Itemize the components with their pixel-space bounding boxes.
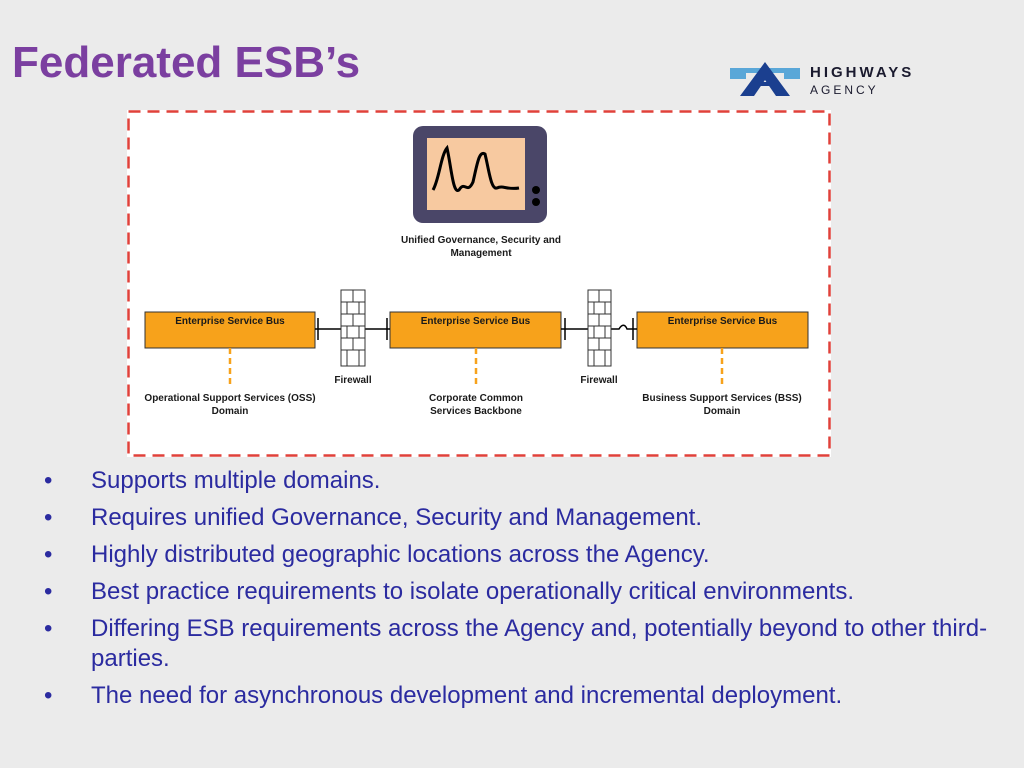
connector-left bbox=[315, 318, 390, 340]
diagram-graphics bbox=[127, 110, 831, 457]
bullet-item: Supports multiple domains. bbox=[40, 466, 1000, 496]
federated-esb-diagram: Unified Governance, Security and Managem… bbox=[127, 110, 831, 457]
domain-links bbox=[228, 348, 724, 385]
bullet-item: The need for asynchronous development an… bbox=[40, 681, 1000, 711]
bullet-item: Requires unified Governance, Security an… bbox=[40, 503, 1000, 533]
esb-box-corporate bbox=[389, 311, 562, 349]
bullet-item: Best practice requirements to isolate op… bbox=[40, 577, 1000, 607]
highways-agency-logo: HIGHWAYS AGENCY bbox=[730, 62, 960, 102]
bss-domain-caption: Business Support Services (BSS) Domain bbox=[642, 393, 802, 417]
logo-name: HIGHWAYS bbox=[810, 64, 915, 81]
esb-label-corporate: Enterprise Service Bus bbox=[420, 316, 531, 327]
esb-box-oss bbox=[144, 311, 316, 349]
dashed-border bbox=[127, 110, 831, 457]
corporate-backbone-caption: Corporate Common Services Backbone bbox=[429, 393, 523, 417]
firewall-icon bbox=[340, 289, 366, 367]
slide-title: Federated ESB’s bbox=[12, 38, 361, 87]
logo-sub: AGENCY bbox=[810, 83, 879, 97]
highways-logo-icon bbox=[730, 62, 800, 96]
esb-label-bss: Enterprise Service Bus bbox=[667, 316, 778, 327]
oss-domain-caption: Operational Support Services (OSS) Domai… bbox=[144, 393, 316, 417]
bullet-list: Supports multiple domains. Requires unif… bbox=[40, 466, 1000, 718]
firewall-label: Firewall bbox=[580, 375, 618, 386]
esb-label-oss: Enterprise Service Bus bbox=[175, 316, 285, 327]
connector-right bbox=[561, 318, 637, 340]
monitor-icon bbox=[413, 126, 547, 223]
bullet-item: Highly distributed geographic locations … bbox=[40, 540, 1000, 570]
monitor-caption: Unified Governance, Security and Managem… bbox=[400, 235, 562, 259]
firewall-icon bbox=[587, 289, 612, 367]
bullet-item: Differing ESB requirements across the Ag… bbox=[40, 614, 1000, 674]
firewall-label: Firewall bbox=[334, 375, 372, 386]
